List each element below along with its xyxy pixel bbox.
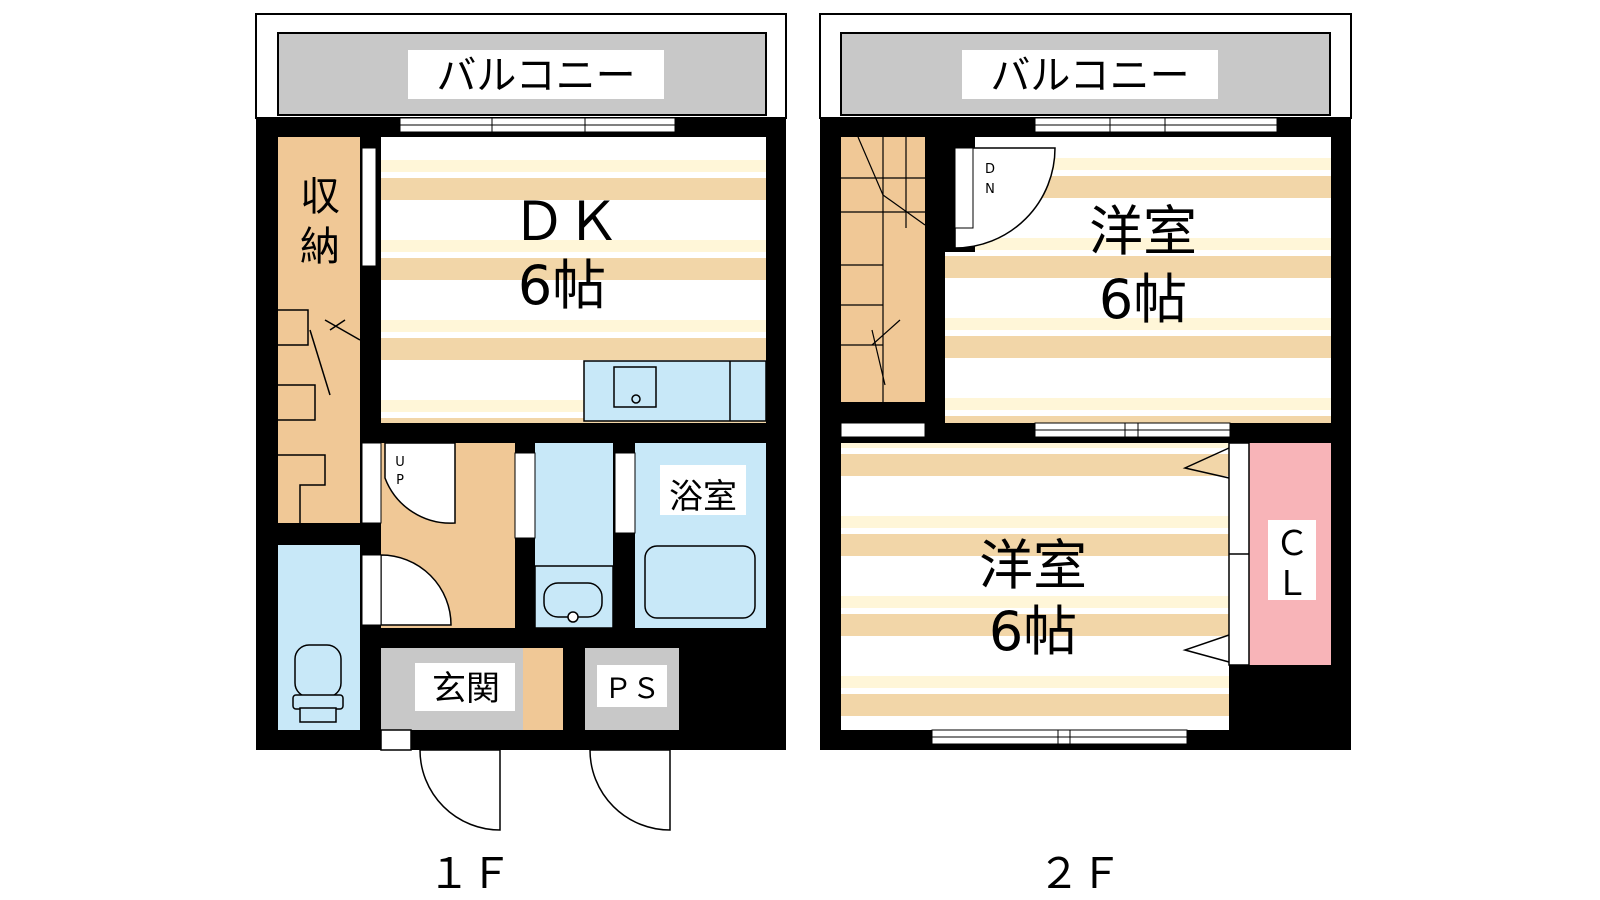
closet-doors <box>1182 442 1250 666</box>
stair-mark-dn-1: D <box>985 162 995 177</box>
room-western-upper-name: 洋室 <box>1089 200 1197 263</box>
stairs-2f <box>841 136 926 402</box>
room-western-upper-size: 6帖 <box>1099 268 1187 331</box>
wash-basin <box>534 565 614 629</box>
room-closet-name-1: Ｃ <box>1275 524 1309 564</box>
room-storage-name-2: 納 <box>300 224 340 270</box>
room-storage <box>278 137 360 523</box>
room-ps-name: ＰＳ <box>604 672 660 705</box>
stair-mark-dn-2: N <box>985 182 995 197</box>
room-entrance-name: 玄関 <box>432 669 500 709</box>
floor-1f: バルコニー ＤＫ 6帖 収 納 <box>255 13 787 831</box>
room-bath-name: 浴室 <box>669 477 737 517</box>
stairs-1f <box>278 309 361 523</box>
balcony-label-1f: バルコニー <box>436 53 635 99</box>
room-dk-size: 6帖 <box>518 254 606 317</box>
partition-door-2f <box>840 422 1231 438</box>
stair-mark-up-1: U <box>395 455 405 470</box>
windows-top-1f <box>399 117 676 133</box>
stair-mark-up-2: P <box>396 473 404 488</box>
balcony-1f: バルコニー <box>255 13 787 119</box>
entrance-doors <box>380 729 671 831</box>
room-closet-name-2: Ｌ <box>1275 564 1309 604</box>
room-western-lower-size: 6帖 <box>989 600 1077 663</box>
room-storage-name-1: 収 <box>300 174 340 220</box>
floor-label-1f: １Ｆ <box>428 849 512 898</box>
floor-label-2f: ２Ｆ <box>1038 849 1122 898</box>
bathtub <box>644 545 756 619</box>
windows-top-2f <box>1034 117 1278 133</box>
room-dk-name: ＤＫ <box>512 190 620 253</box>
balcony-label-2f: バルコニー <box>990 53 1189 99</box>
kitchen-counter <box>583 360 767 422</box>
balcony-2f: バルコニー <box>819 13 1352 119</box>
room-western-lower-name: 洋室 <box>979 534 1087 597</box>
floor-2f: バルコニー D N 洋室 6帖 <box>819 13 1352 750</box>
windows-bottom-2f <box>931 729 1188 745</box>
toilet-fixture <box>292 644 344 723</box>
room-western-lower <box>841 443 1229 730</box>
storage-door <box>361 147 377 267</box>
